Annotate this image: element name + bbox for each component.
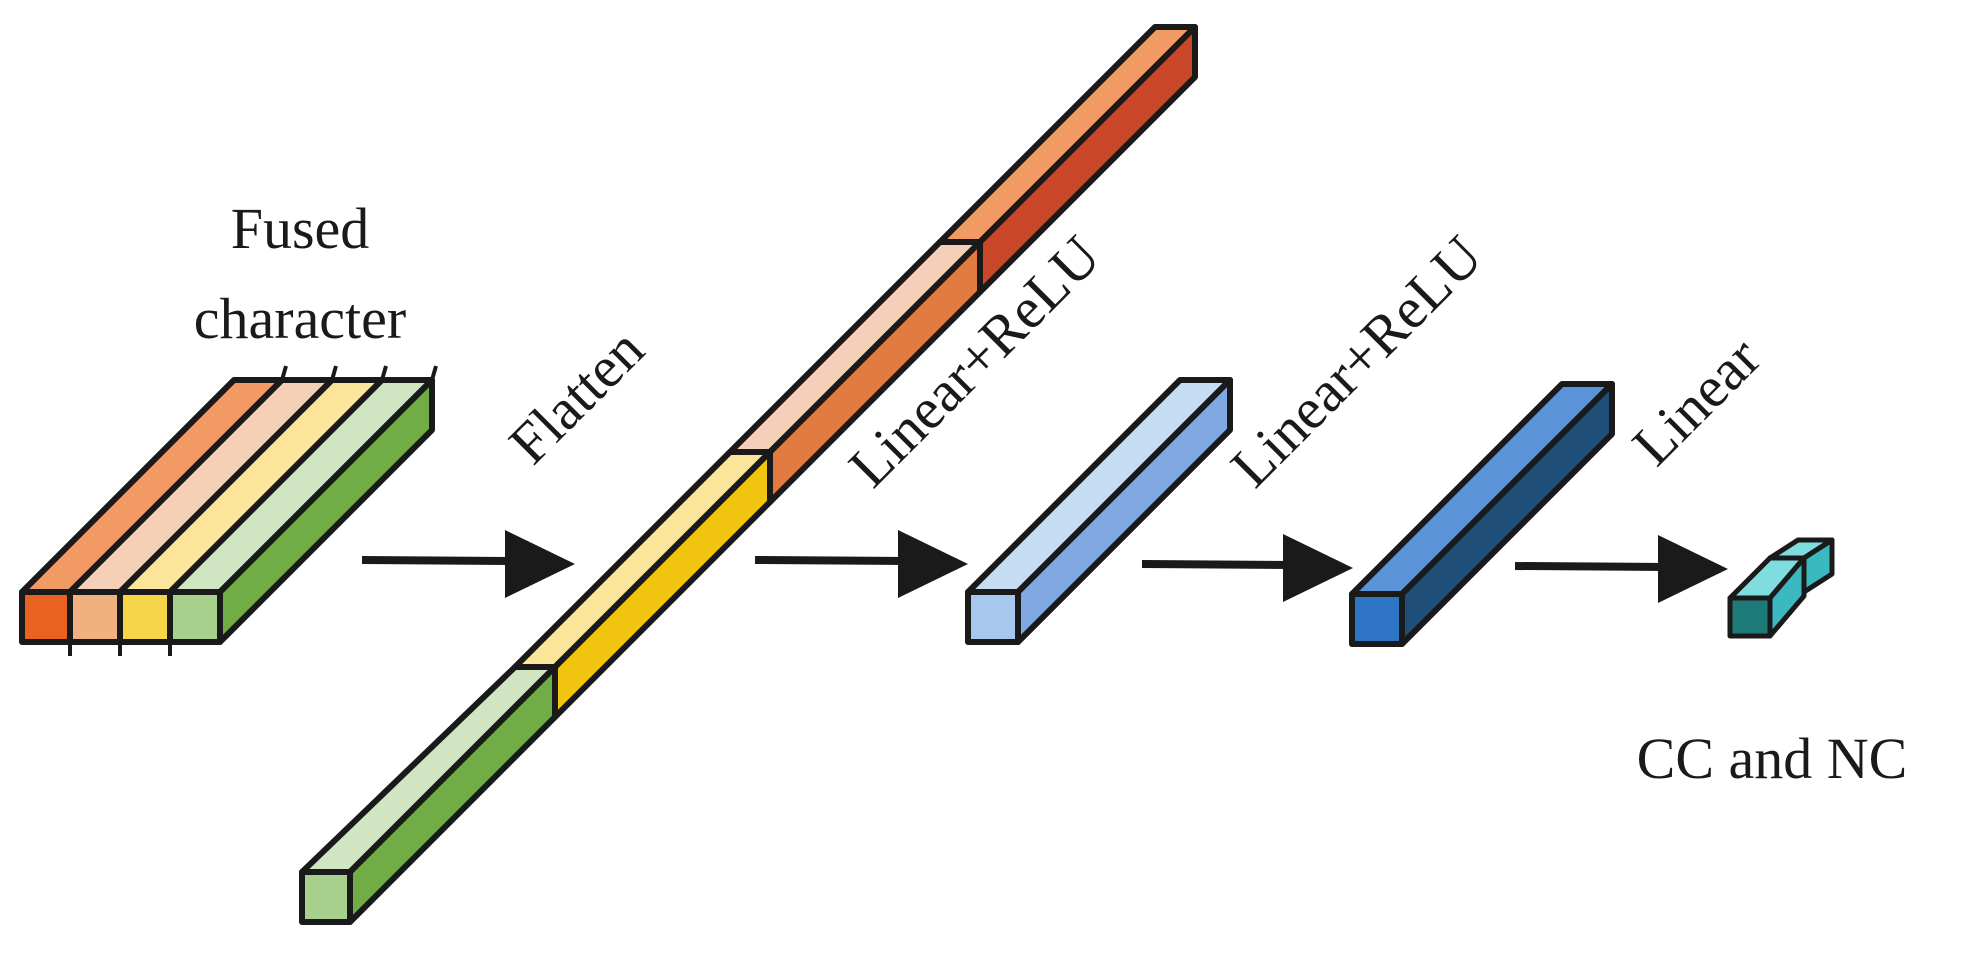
input-label-line2: character <box>194 286 406 351</box>
flattened-vector <box>299 24 1198 925</box>
output-block <box>1727 537 1835 639</box>
flat-side-orange <box>977 24 1198 295</box>
hidden-layer-1 <box>965 377 1233 645</box>
hidden2-front <box>1349 591 1405 647</box>
flat-front <box>299 869 353 925</box>
output-front <box>1727 595 1773 639</box>
input-ticks <box>68 365 438 656</box>
layer3-label: Linear <box>1620 325 1773 478</box>
arrow-1 <box>361 530 575 598</box>
flat-side-yellow <box>552 449 773 720</box>
layer2-label: Linear+ReLU <box>1218 223 1494 499</box>
hidden-layer-2 <box>1349 381 1615 647</box>
input-front-green <box>167 589 223 645</box>
input-front-peach <box>67 589 123 645</box>
arrow-2 <box>754 530 968 598</box>
input-block <box>19 365 438 656</box>
output-label: CC and NC <box>1637 726 1908 791</box>
flatten-label: Flatten <box>496 316 656 476</box>
hidden1-front <box>965 589 1021 645</box>
input-label-line1: Fused <box>231 196 370 261</box>
arrow-4 <box>1514 535 1728 603</box>
input-front-yellow <box>117 589 173 645</box>
arrow-3 <box>1141 534 1353 602</box>
flat-top-orange <box>937 24 1198 245</box>
input-front-orange <box>19 589 73 645</box>
